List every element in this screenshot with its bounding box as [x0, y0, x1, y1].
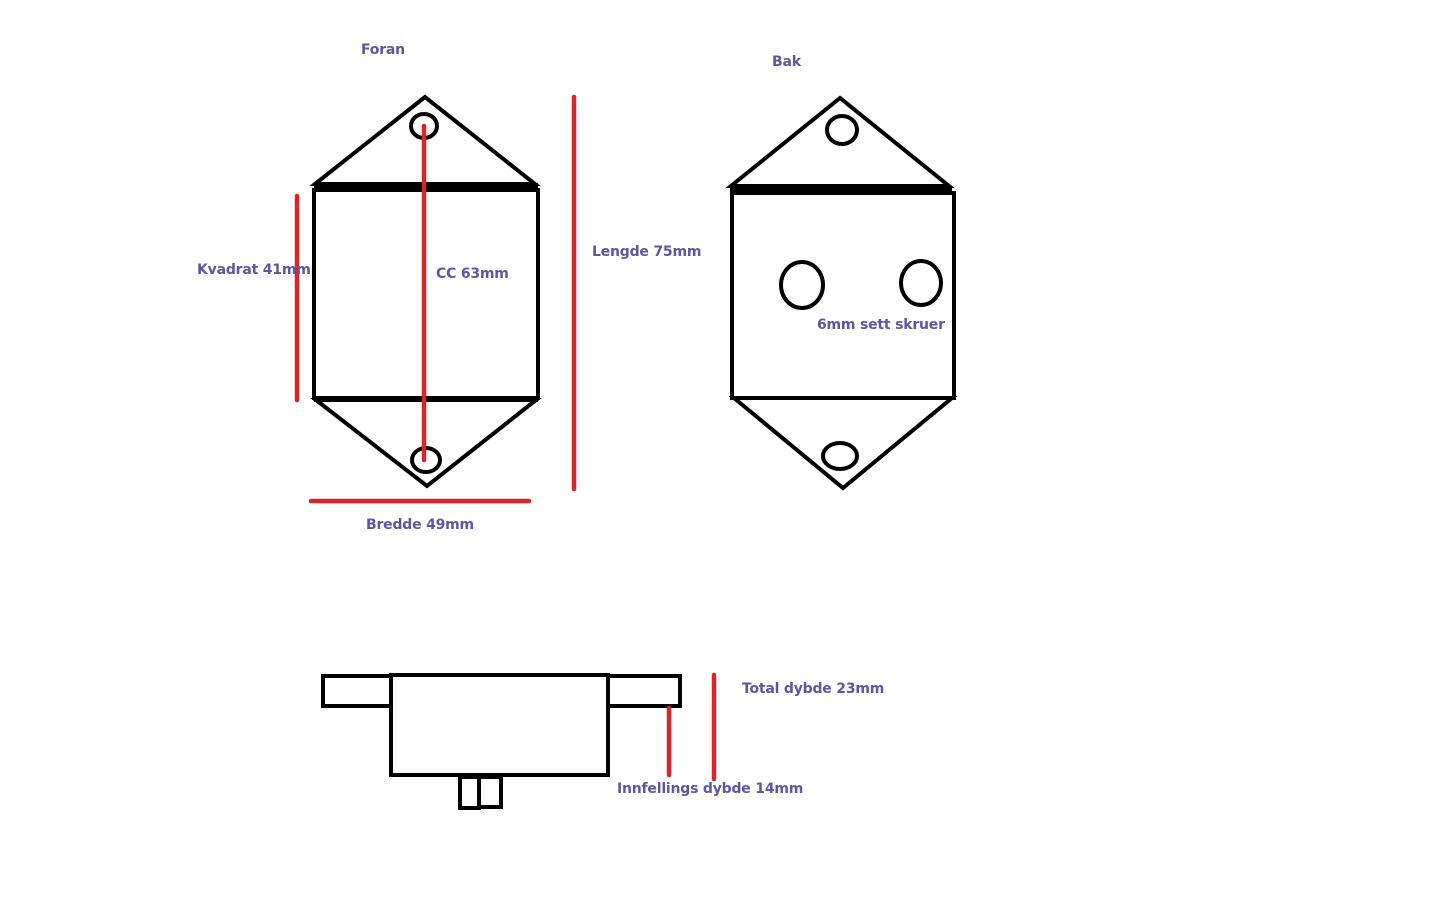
set-screw-hole-right — [899, 259, 943, 307]
side-view — [321, 673, 682, 810]
side-left-flange — [321, 674, 393, 708]
side-shaft-right — [477, 775, 503, 809]
set-screws-label: 6mm sett skruer — [817, 317, 945, 333]
width-dimension-label: Bredde 49mm — [366, 517, 474, 533]
side-right-flange — [606, 674, 682, 708]
back-bottom-triangle — [728, 396, 958, 491]
length-dimension-label: Lengde 75mm — [592, 244, 702, 260]
cc-dimension-label: CC 63mm — [436, 266, 509, 282]
back-view-title: Bak — [772, 54, 801, 70]
recess-depth-label: Innfellings dybde 14mm — [617, 781, 804, 797]
back-bottom-mount-hole — [821, 441, 859, 471]
back-square-body — [730, 191, 956, 400]
front-dimensions — [294, 94, 577, 504]
side-dimensions — [666, 672, 717, 782]
side-main-body — [389, 673, 610, 777]
square-dimension-label: Kvadrat 41mm — [197, 262, 311, 278]
back-view — [725, 95, 958, 491]
back-top-mount-hole — [825, 114, 859, 146]
set-screw-hole-left — [779, 260, 825, 310]
side-shaft-left — [458, 775, 481, 810]
front-view-title: Foran — [361, 42, 405, 58]
total-depth-label: Total dybde 23mm — [742, 681, 885, 697]
